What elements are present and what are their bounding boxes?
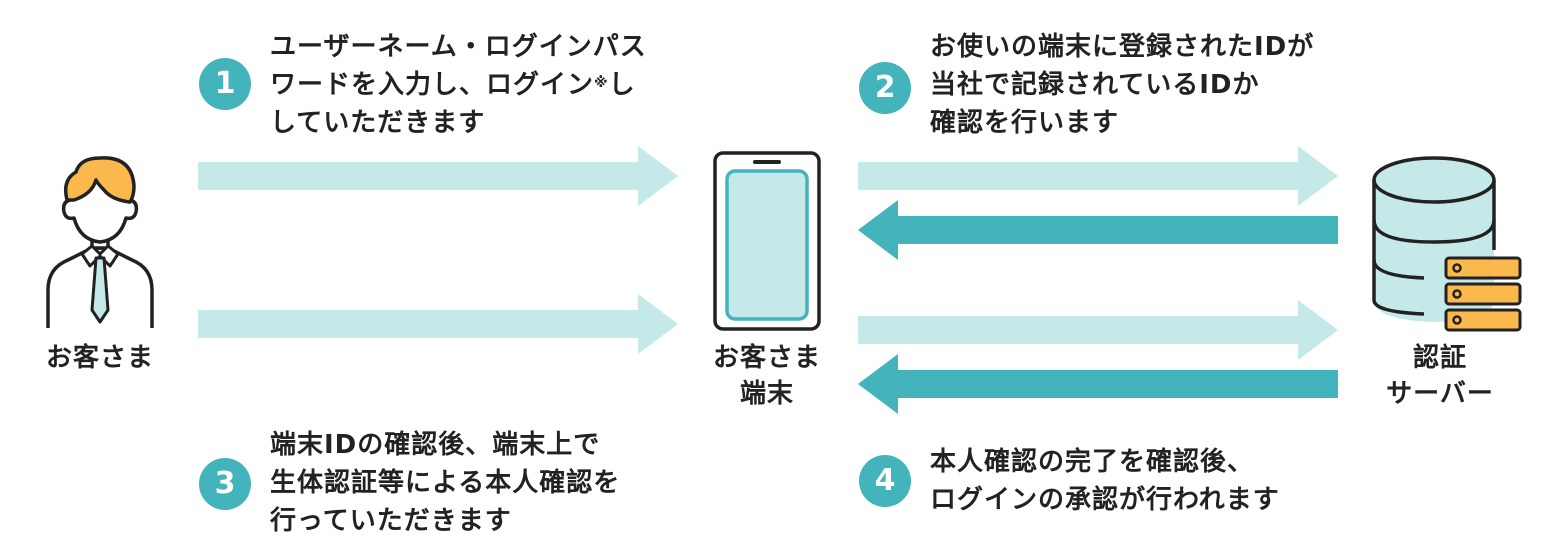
- arrow-shape-customer-to-device-2: [198, 294, 678, 354]
- step-2-line-3: 確認を行います: [930, 108, 1120, 138]
- arrow-shape-server-to-device-1: [858, 200, 1338, 260]
- server-unit-1: [1444, 256, 1522, 280]
- arrow-server-to-device-2: [858, 354, 1338, 414]
- step-3-line-1: 端末IDの確認後、端末上で: [270, 430, 601, 460]
- step-3-line-3: 行っていただきます: [270, 506, 512, 536]
- step-1-line-2-text: ワードを入力し、ログイン: [270, 70, 595, 100]
- step-1-badge: 1: [199, 58, 251, 110]
- device-label-line-2: 端末: [739, 379, 794, 409]
- step-1-line-1: ユーザーネーム・ログインパス: [270, 32, 647, 62]
- arrow-shape-device-to-server-2: [858, 300, 1338, 360]
- customer-label: お客さま: [45, 343, 154, 373]
- arrow-customer-to-device-1: [198, 146, 678, 206]
- arrow-shape-customer-to-device-1: [198, 146, 678, 206]
- step-4-line-1: 本人確認の完了を確認後、: [930, 447, 1255, 477]
- step-4-line-2: ログインの承認が行われます: [930, 485, 1280, 515]
- arrow-server-to-device-1: [858, 200, 1338, 260]
- step-2-line-1: お使いの端末に登録されたIDが: [930, 32, 1315, 62]
- step-3-line-2: 生体認証等による本人確認を: [270, 468, 621, 498]
- step-4-text: 本人確認の完了を確認後、 ログインの承認が行われます: [930, 443, 1280, 519]
- screen: [725, 169, 809, 321]
- arrow-shape-server-to-device-2: [858, 354, 1338, 414]
- server-unit-3: [1444, 308, 1522, 332]
- server-label-line-1: 認証: [1412, 343, 1467, 373]
- arrow-device-to-server-2: [858, 300, 1338, 360]
- step-2-line-2: 当社で記録されているIDか: [930, 70, 1260, 100]
- database-server-icon: [1372, 156, 1522, 332]
- smartphone-icon: [713, 151, 821, 331]
- server-unit-2: [1444, 282, 1522, 306]
- arrow-customer-to-device-2: [198, 294, 678, 354]
- step-4-badge: 4: [859, 455, 911, 507]
- footnote-mark: ※: [594, 75, 609, 91]
- step-1-line-3: していただきます: [270, 108, 486, 138]
- tie-shape: [90, 256, 110, 324]
- device-label: お客さま 端末: [687, 340, 847, 412]
- device-label-line-1: お客さま: [712, 343, 821, 373]
- step-1-text: ユーザーネーム・ログインパス ワードを入力し、ログイン※し していただきます: [270, 28, 647, 142]
- step-1-line-2: ワードを入力し、ログイン※し: [270, 66, 647, 104]
- arrow-device-to-server-1: [858, 146, 1338, 206]
- step-2-badge: 2: [859, 62, 911, 114]
- step-3-text: 端末IDの確認後、端末上で 生体認証等による本人確認を 行っていただきます: [270, 426, 620, 540]
- step-2-text: お使いの端末に登録されたIDが 当社で記録されているIDか 確認を行います: [930, 28, 1314, 142]
- step-3-badge: 3: [199, 458, 251, 510]
- server-label: 認証 サーバー: [1360, 340, 1520, 412]
- person-icon: [46, 156, 154, 328]
- arrow-shape-device-to-server-1: [858, 146, 1338, 206]
- step-1-line-2-tail: し: [608, 70, 636, 100]
- server-label-line-2: サーバー: [1386, 379, 1494, 409]
- hair-shape: [63, 156, 136, 204]
